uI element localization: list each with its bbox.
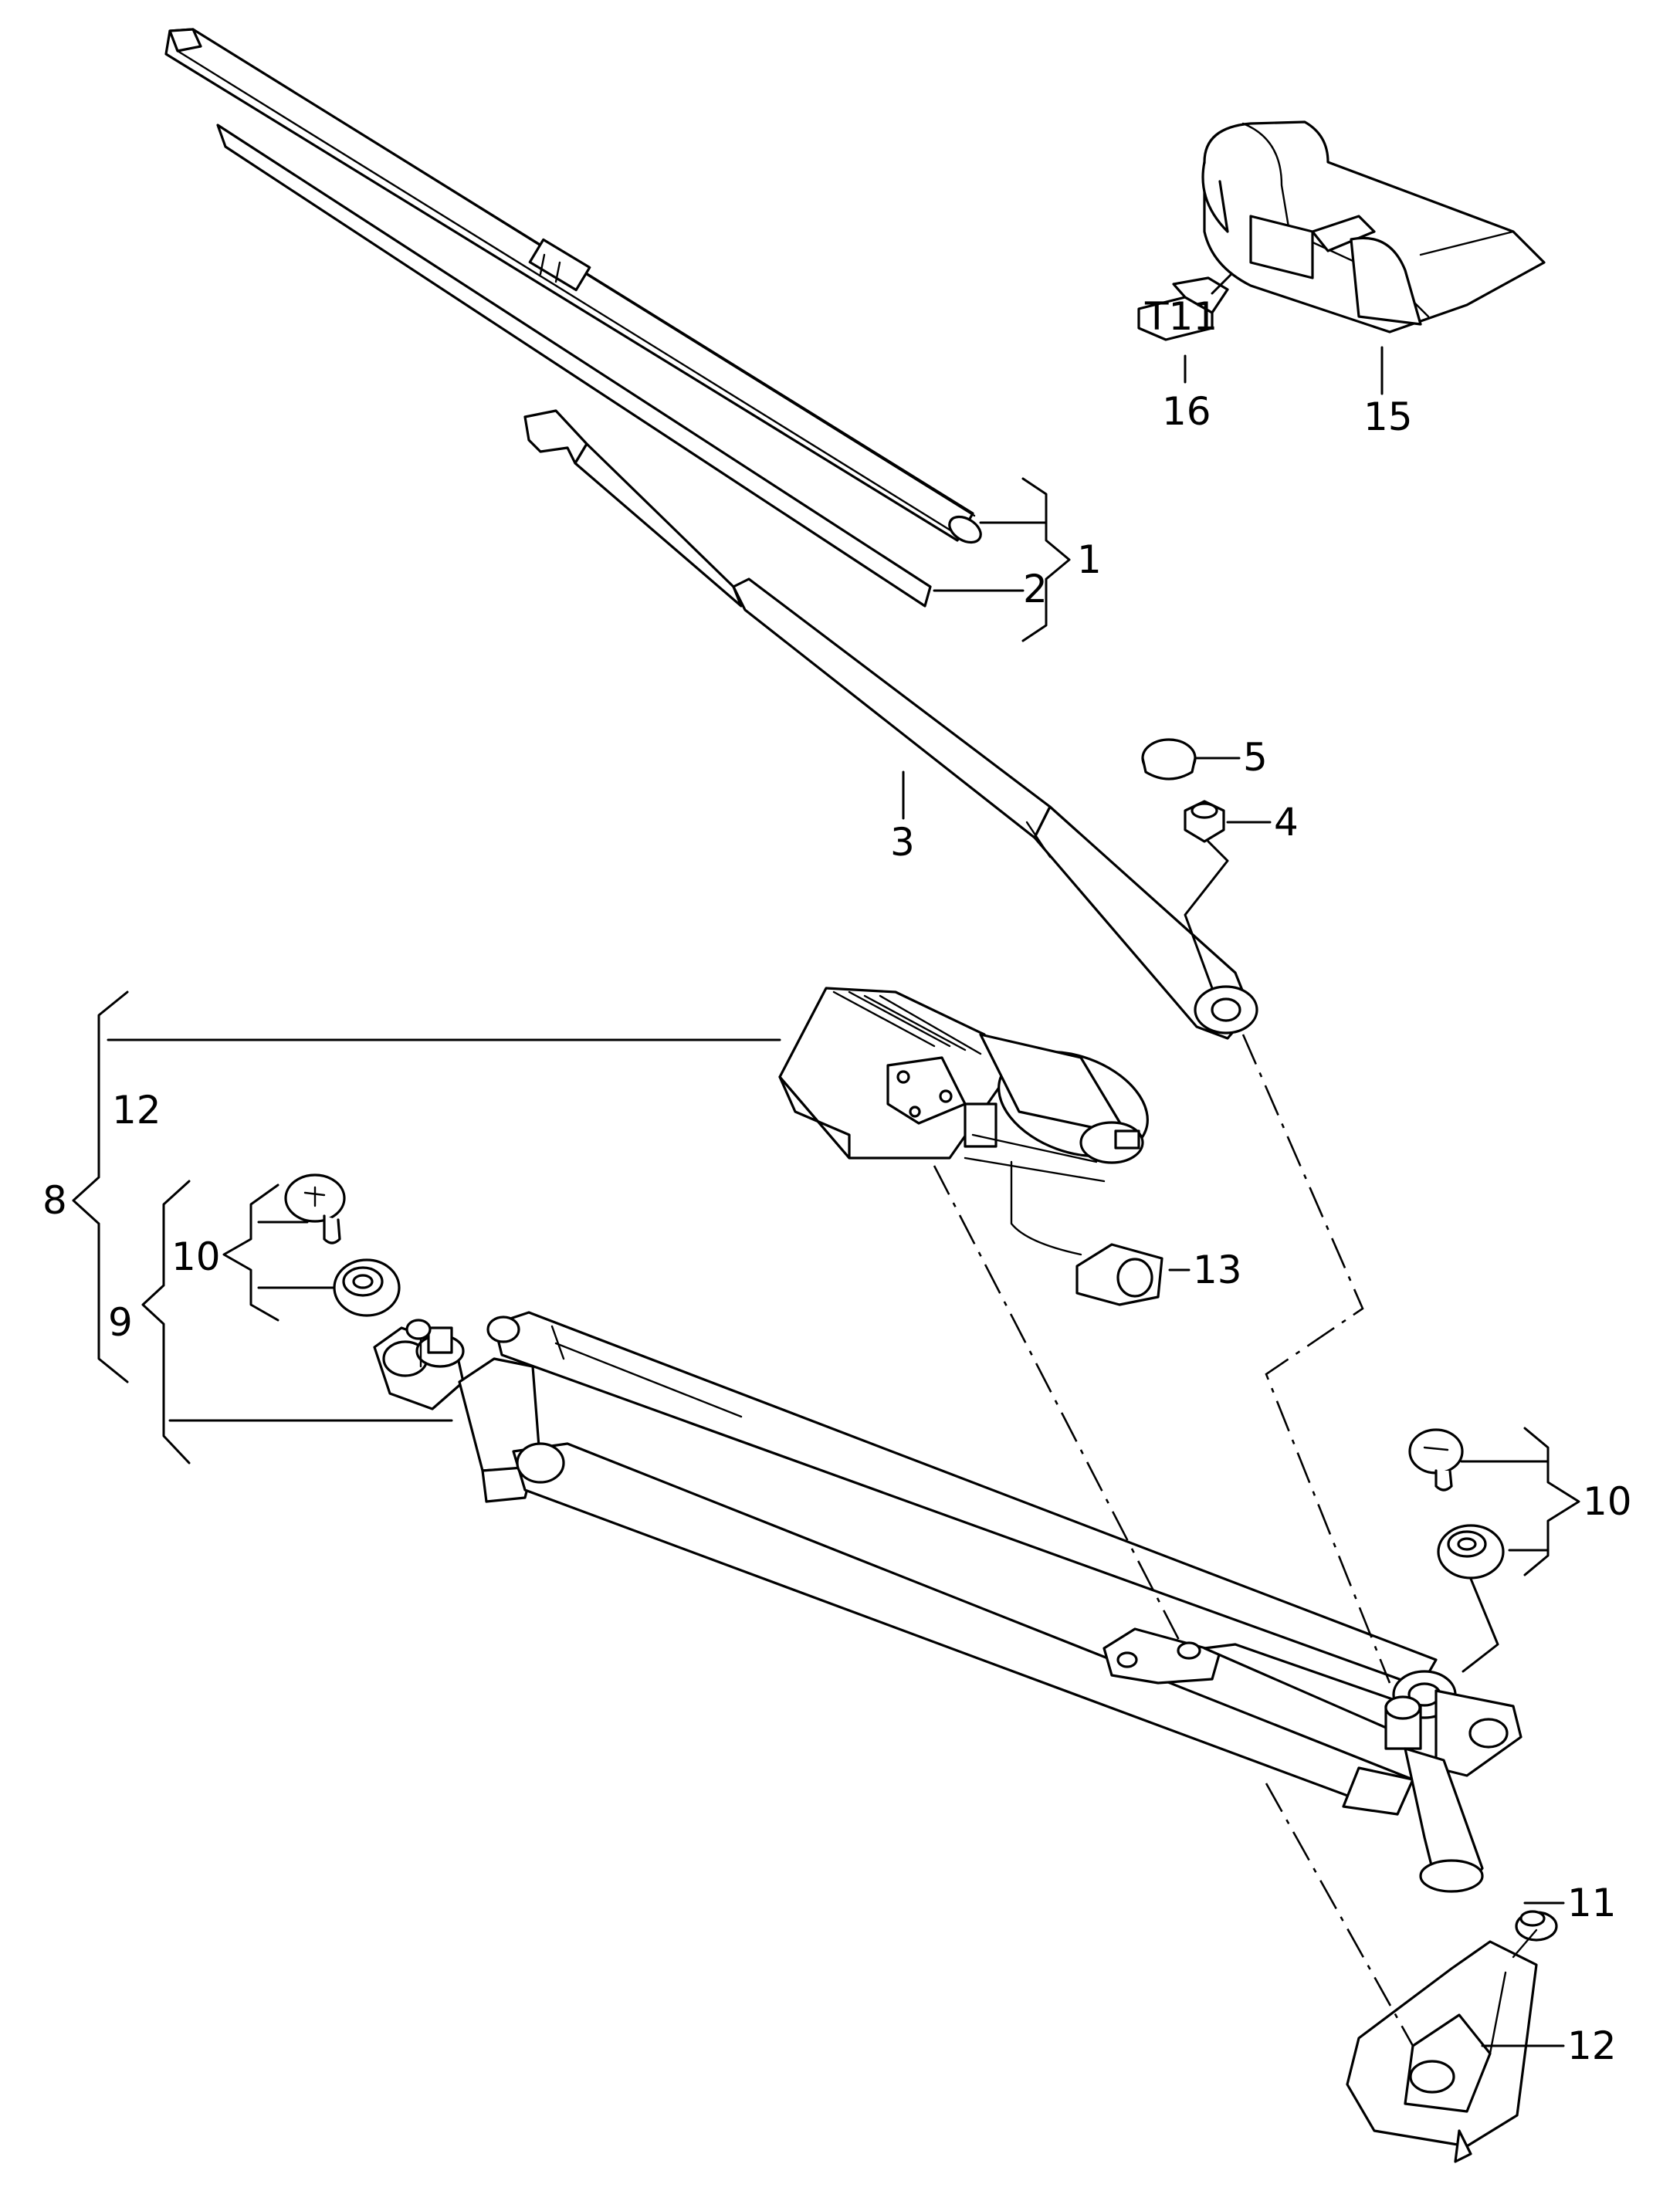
callout-11: 11 [1567, 1881, 1617, 1925]
cover-cap[interactable] [1141, 738, 1197, 781]
callout-3: 3 [890, 820, 915, 865]
electrical-connector[interactable] [1010, 1160, 1163, 1306]
callout-15: 15 [1363, 394, 1413, 439]
wiper-linkage-frame[interactable] [373, 1311, 1522, 1893]
callout-2: 2 [1023, 567, 1048, 611]
wiper-motor[interactable] [778, 987, 1162, 1183]
callout-4: 4 [1274, 800, 1299, 845]
grommet[interactable] [1515, 1910, 1558, 1942]
bolt-bushing-right[interactable] [1408, 1428, 1505, 1580]
callout-9: 9 [108, 1300, 133, 1345]
callout-1: 1 [1077, 537, 1102, 582]
callout-10-left: 10 [171, 1234, 221, 1279]
callout-8: 8 [42, 1178, 67, 1223]
callout-12-bottom: 12 [1567, 2023, 1617, 2068]
assembly-dashed-lines [933, 1034, 1414, 2047]
callout-13: 13 [1193, 1248, 1242, 1292]
callout-labels: 1 2 3 5 4 16 15 12 8 10 9 13 10 11 12 [42, 389, 1632, 2068]
leader-lines [107, 273, 1565, 2047]
connector-pin-label: T11 [1144, 294, 1218, 339]
wiper-arm[interactable] [523, 409, 1258, 1040]
callout-16: 16 [1162, 389, 1211, 434]
wiper-rubber-insert[interactable] [216, 124, 932, 608]
plug-connector[interactable]: T11 [1137, 276, 1229, 341]
callout-10-right: 10 [1583, 1479, 1632, 1524]
mounting-bracket[interactable] [1346, 1928, 1538, 2163]
hex-nut[interactable] [1184, 800, 1225, 843]
callout-5: 5 [1243, 735, 1268, 780]
group-braces [72, 477, 1580, 1576]
control-unit[interactable] [1201, 120, 1546, 334]
bolt-bushing-left[interactable] [284, 1173, 401, 1317]
callout-12-top: 12 [112, 1088, 161, 1133]
wiper-blade[interactable] [164, 28, 985, 547]
